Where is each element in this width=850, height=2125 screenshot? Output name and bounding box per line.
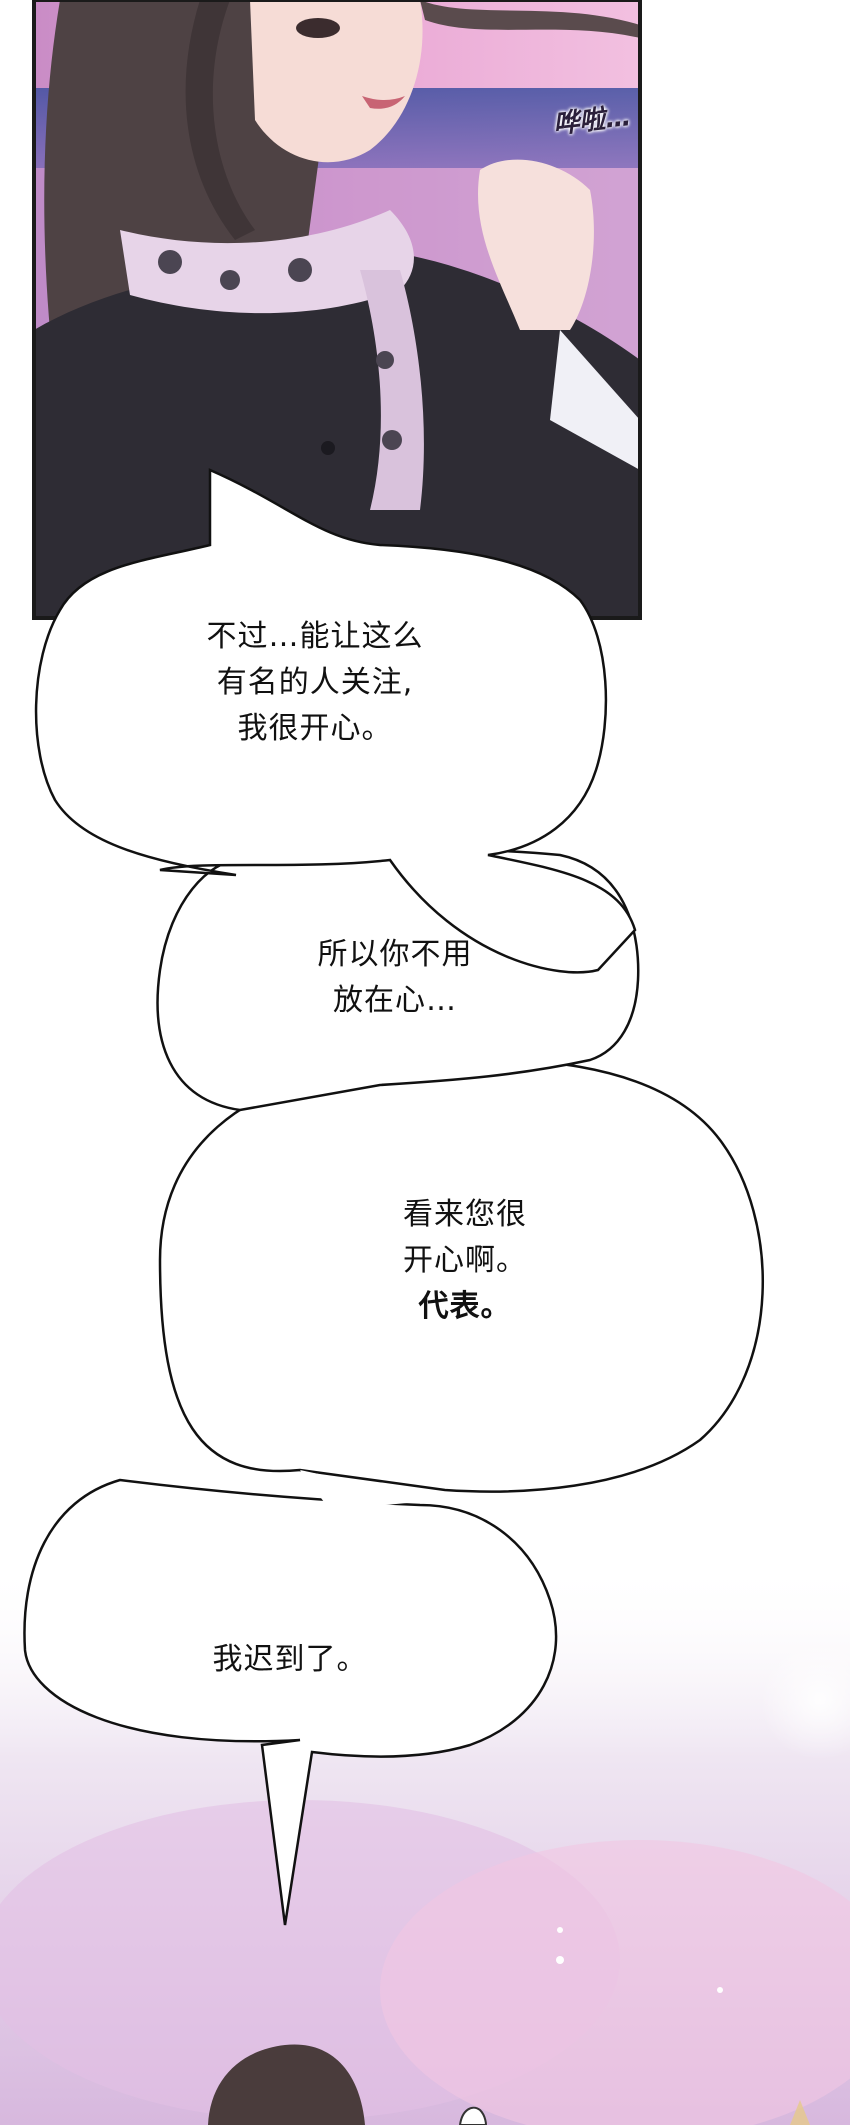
lips: [362, 96, 405, 109]
eye: [296, 18, 340, 38]
speech-bubbles: [23, 468, 764, 1926]
bubble-2-text: 所以你不用 放在心…: [270, 932, 520, 1024]
bubble-4-text: 我迟到了。: [150, 1637, 430, 1683]
bubble-2-line-1: 所以你不用: [317, 937, 473, 972]
bubble-3: [158, 1057, 764, 1493]
scarf: [120, 210, 414, 314]
hand: [478, 159, 594, 330]
boy-hair: [208, 2044, 365, 2125]
bubble-3-line-3: 代表。: [418, 1289, 512, 1324]
bubble-1-line-1: 不过…能让这么: [206, 619, 424, 654]
bubble-3-line-1: 看来您很: [403, 1197, 527, 1232]
bubble-2-line-2: 放在心…: [333, 983, 457, 1018]
bubble-1-line-2: 有名的人关注,: [216, 665, 414, 700]
bubble-1-line-3: 我很开心。: [237, 711, 393, 746]
face: [250, 0, 423, 163]
bubble-3-text: 看来您很 开心啊。 代表。: [350, 1192, 580, 1330]
bubble-4-line-1: 我迟到了。: [212, 1642, 368, 1677]
bubble-3-line-2: 开心啊。: [403, 1243, 527, 1278]
bubble-1: [34, 468, 637, 974]
jacket: [34, 248, 640, 618]
bubble-1-text: 不过…能让这么 有名的人关注, 我很开心。: [160, 614, 470, 752]
bottom-scene: [0, 1560, 850, 2125]
top-panel: [34, 0, 640, 618]
